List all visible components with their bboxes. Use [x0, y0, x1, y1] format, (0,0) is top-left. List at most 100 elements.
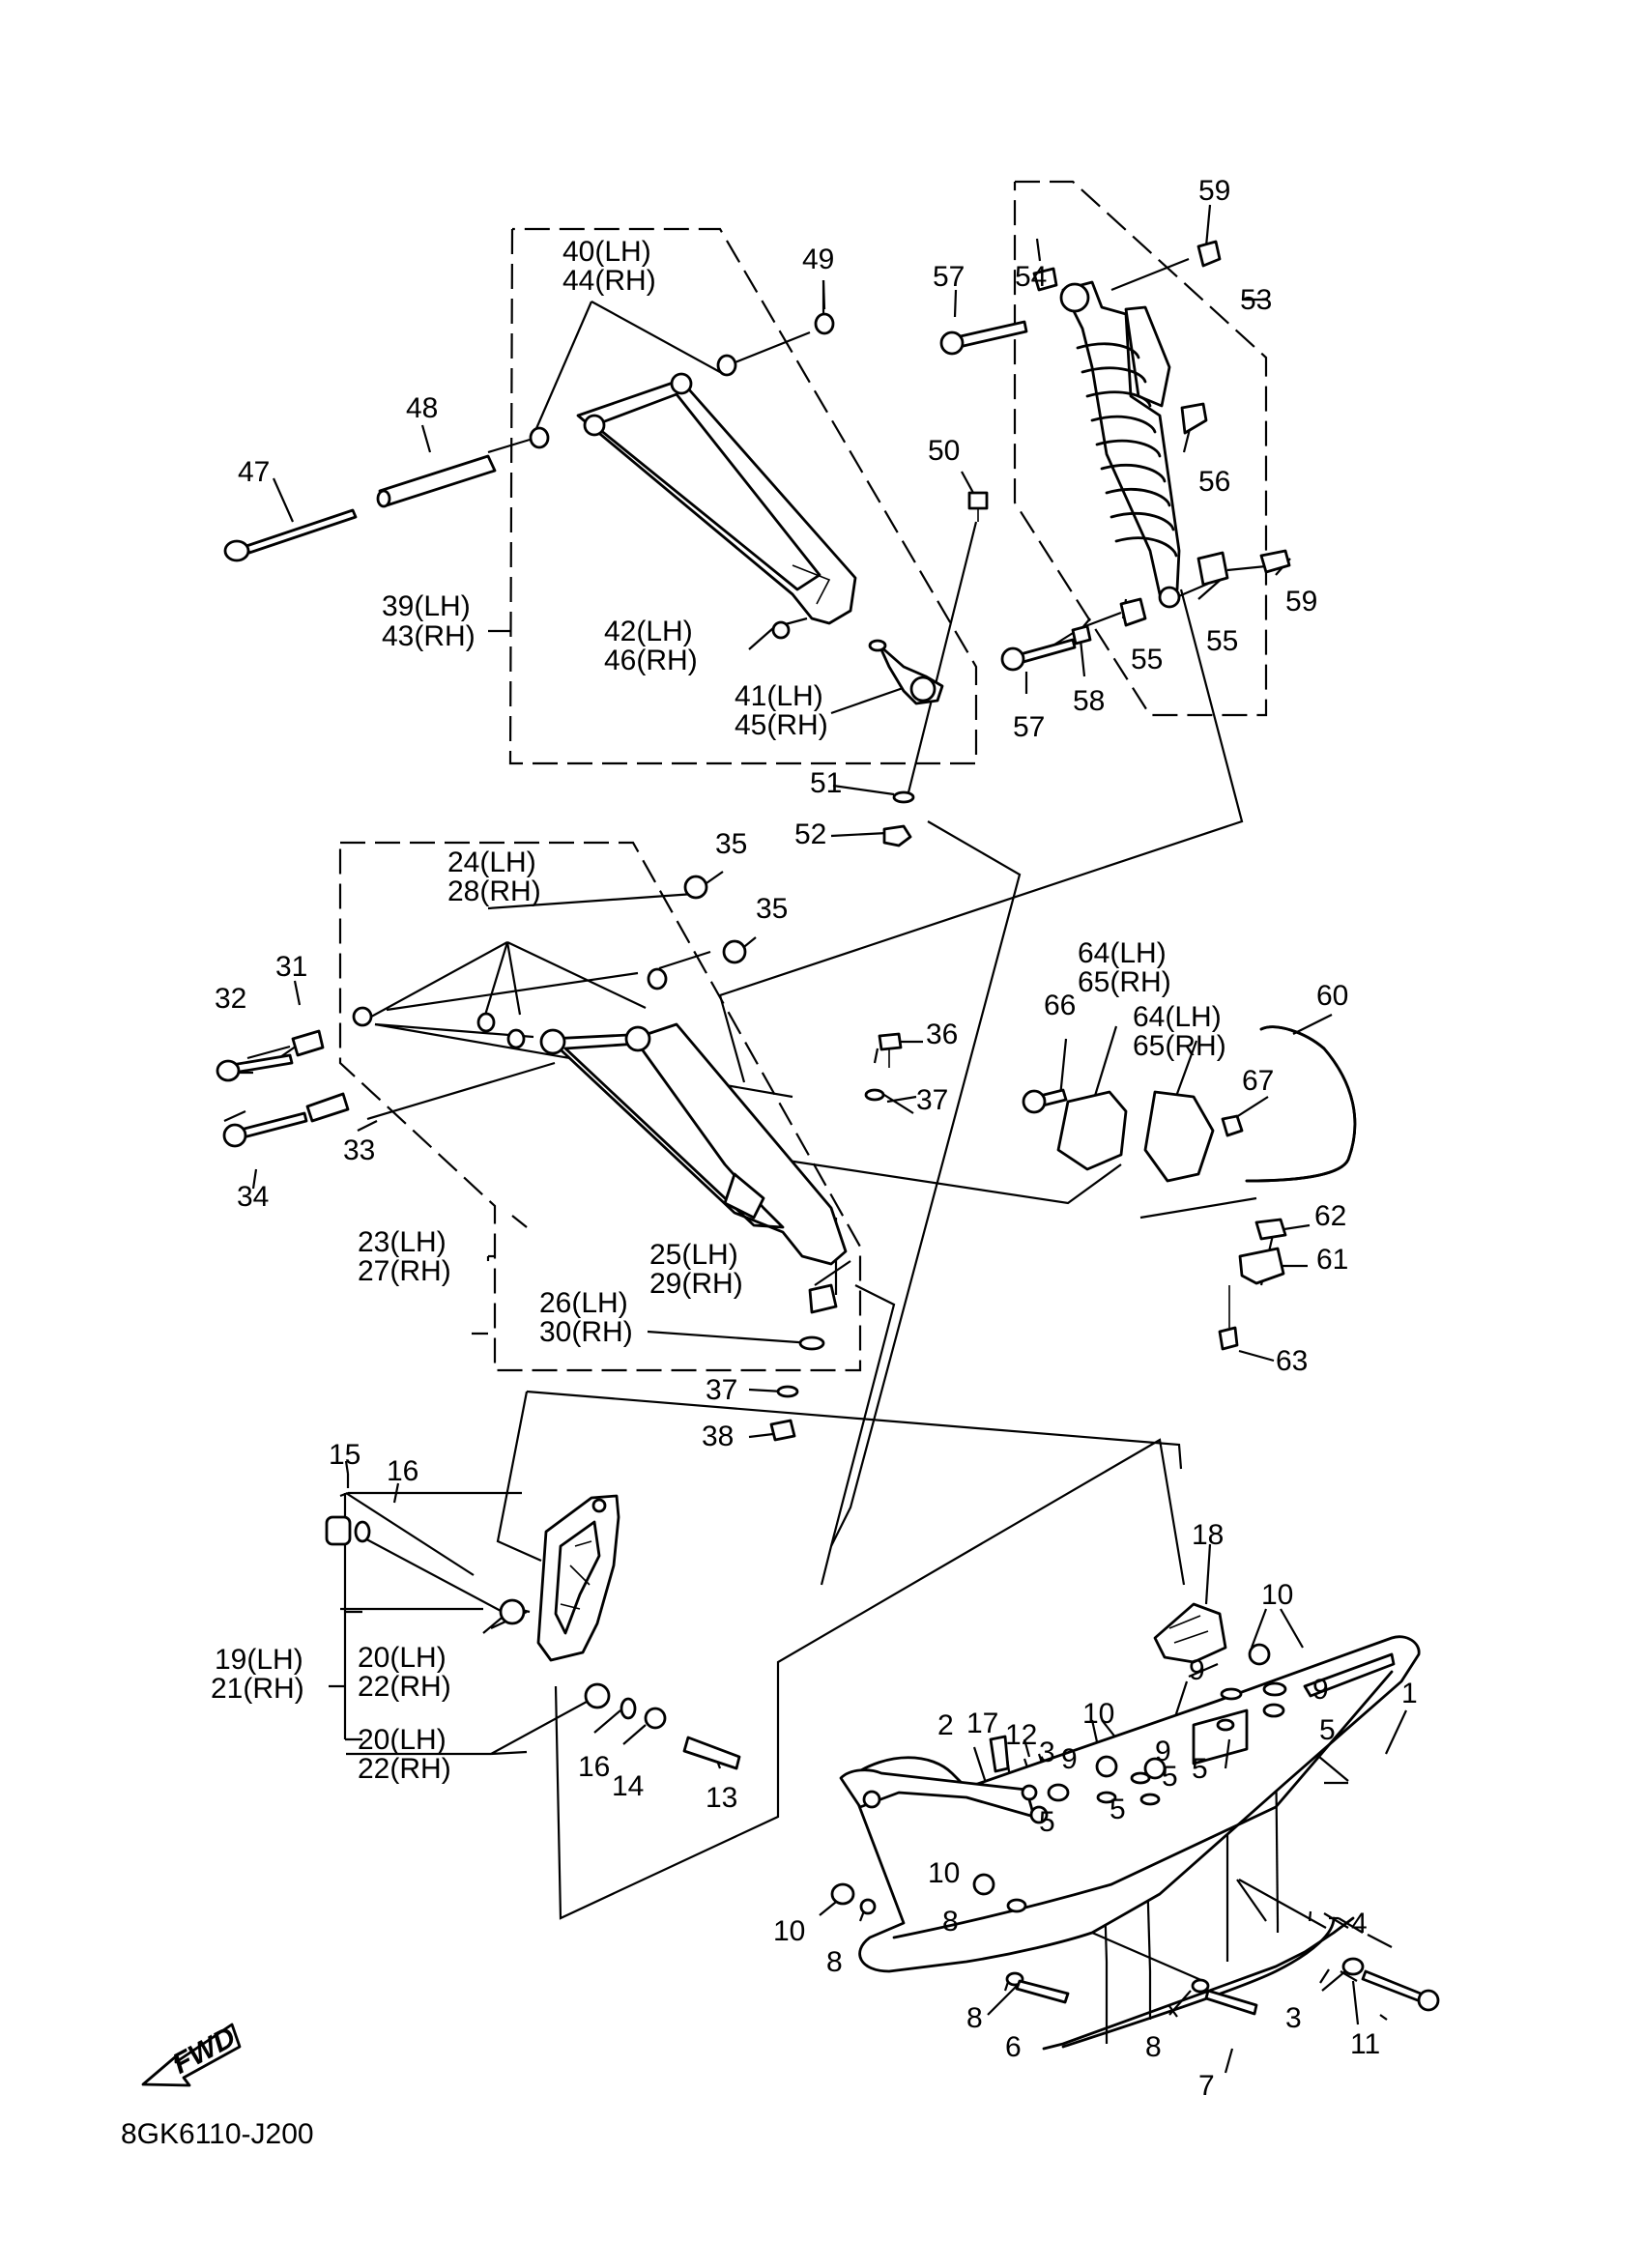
- callout-2: 2: [937, 1709, 954, 1741]
- callout-5e: 5: [1110, 1794, 1126, 1825]
- callout-23lh: 23(LH): [358, 1226, 447, 1258]
- callout-37b: 37: [706, 1374, 737, 1406]
- lower-a-arm: [539, 1022, 848, 1266]
- callout-6: 6: [1005, 2031, 1022, 2063]
- callout-57b: 57: [1013, 711, 1045, 743]
- callout-39lh: 39(LH): [382, 590, 471, 622]
- callout-50: 50: [928, 435, 960, 467]
- callout-9b: 9: [1312, 1674, 1329, 1706]
- callout-13: 13: [706, 1782, 737, 1814]
- callout-10b: 10: [1082, 1698, 1114, 1730]
- lower-arm-group-outline: [338, 841, 862, 1372]
- callout-64lh-a: 64(LH): [1078, 937, 1167, 969]
- callout-47: 47: [238, 456, 270, 488]
- fwd-label: FWD: [167, 2022, 241, 2081]
- callout-3a: 3: [1039, 1737, 1055, 1768]
- callout-55b: 55: [1131, 644, 1163, 675]
- callout-31: 31: [275, 951, 307, 983]
- diagram-code: 8GK6110-J200: [121, 2118, 314, 2150]
- callout-7: 7: [1198, 2070, 1215, 2102]
- upper-ball-joint: [868, 639, 944, 705]
- shock-group-outline: [1013, 180, 1268, 717]
- callout-65rh-b: 65(RH): [1133, 1030, 1226, 1062]
- callout-11: 11: [1350, 2028, 1380, 2060]
- callout-9a: 9: [1189, 1654, 1205, 1686]
- callout-20lh-b: 20(LH): [358, 1724, 447, 1756]
- callout-5b: 5: [1192, 1753, 1208, 1785]
- stabilizer-bar: [1022, 1025, 1357, 1351]
- ski-hardware: [830, 1643, 1440, 2016]
- callout-12: 12: [1005, 1719, 1037, 1751]
- callout-59b: 59: [1285, 586, 1317, 617]
- callout-65rh-a: 65(RH): [1078, 966, 1171, 998]
- callout-60: 60: [1316, 980, 1348, 1012]
- callout-8b: 8: [826, 1946, 843, 1978]
- callout-10a: 10: [1261, 1579, 1293, 1611]
- callout-44rh: 44(RH): [562, 265, 656, 297]
- callout-16b: 16: [578, 1751, 610, 1783]
- callout-51: 51: [810, 767, 842, 799]
- upper-arm-bolt-sleeve: [223, 454, 497, 562]
- fwd-arrow: FWD: [141, 2022, 242, 2087]
- callout-26lh: 26(LH): [539, 1287, 628, 1319]
- callout-56: 56: [1198, 466, 1230, 498]
- callout-15: 15: [329, 1439, 360, 1471]
- spindle: [536, 1494, 620, 1662]
- callout-18: 18: [1192, 1519, 1224, 1551]
- callout-3b: 3: [1285, 2002, 1302, 2034]
- callout-67: 67: [1242, 1065, 1274, 1097]
- callout-36: 36: [926, 1019, 958, 1050]
- callout-25lh: 25(LH): [649, 1239, 738, 1271]
- callout-27rh: 27(RH): [358, 1255, 451, 1287]
- callout-8d: 8: [1145, 2031, 1162, 2063]
- callout-63: 63: [1276, 1345, 1308, 1377]
- callout-9c: 9: [1155, 1736, 1171, 1767]
- spindle-hardware: [325, 1515, 741, 1770]
- callout-22rh-b: 22(RH): [358, 1753, 451, 1785]
- callout-19lh: 19(LH): [215, 1644, 303, 1676]
- callout-14: 14: [612, 1770, 644, 1802]
- callout-17: 17: [966, 1708, 998, 1739]
- callout-49: 49: [802, 244, 834, 275]
- callout-30rh: 30(RH): [539, 1316, 633, 1348]
- callout-10d: 10: [773, 1915, 805, 1947]
- callout-61: 61: [1316, 1244, 1348, 1276]
- callout-52: 52: [794, 818, 826, 850]
- shock-absorber: [1059, 280, 1208, 609]
- callout-4: 4: [1351, 1908, 1368, 1939]
- callout-8a: 8: [942, 1906, 959, 1938]
- callout-33: 33: [343, 1134, 375, 1166]
- shock-hardware: [939, 240, 1291, 672]
- callout-38: 38: [702, 1421, 734, 1452]
- group-outlines: [338, 180, 1268, 1372]
- callout-57a: 57: [933, 261, 965, 293]
- callout-9d: 9: [1061, 1743, 1078, 1775]
- callout-labels: 40(LH) 44(RH) 49 48 47 50 39(LH) 43(RH) …: [211, 175, 1418, 2102]
- callout-40lh: 40(LH): [562, 236, 651, 268]
- callout-54: 54: [1015, 261, 1047, 293]
- upper-a-arm: [576, 372, 857, 625]
- callout-62: 62: [1314, 1200, 1346, 1232]
- callout-58: 58: [1073, 685, 1105, 717]
- callout-41lh: 41(LH): [735, 680, 823, 712]
- callout-20lh-a: 20(LH): [358, 1642, 447, 1674]
- callout-53: 53: [1240, 284, 1272, 316]
- callout-5a: 5: [1319, 1714, 1336, 1746]
- callout-43rh: 43(RH): [382, 620, 476, 652]
- bolt-50: [967, 491, 989, 522]
- callout-32: 32: [215, 983, 246, 1015]
- callout-66: 66: [1044, 990, 1076, 1021]
- callout-46rh: 46(RH): [604, 645, 698, 676]
- callout-24lh: 24(LH): [447, 847, 536, 878]
- callout-10c: 10: [928, 1857, 960, 1889]
- callout-64lh-b: 64(LH): [1133, 1001, 1222, 1033]
- callout-55a: 55: [1206, 625, 1238, 657]
- callout-1: 1: [1401, 1678, 1418, 1709]
- lower-arm-hardware: [216, 875, 903, 1442]
- upper-arm-group-outline: [508, 227, 978, 765]
- callout-37a: 37: [916, 1084, 948, 1116]
- callout-29rh: 29(RH): [649, 1268, 743, 1300]
- callout-48: 48: [406, 392, 438, 424]
- callout-35b: 35: [756, 893, 788, 925]
- callout-35a: 35: [715, 828, 747, 860]
